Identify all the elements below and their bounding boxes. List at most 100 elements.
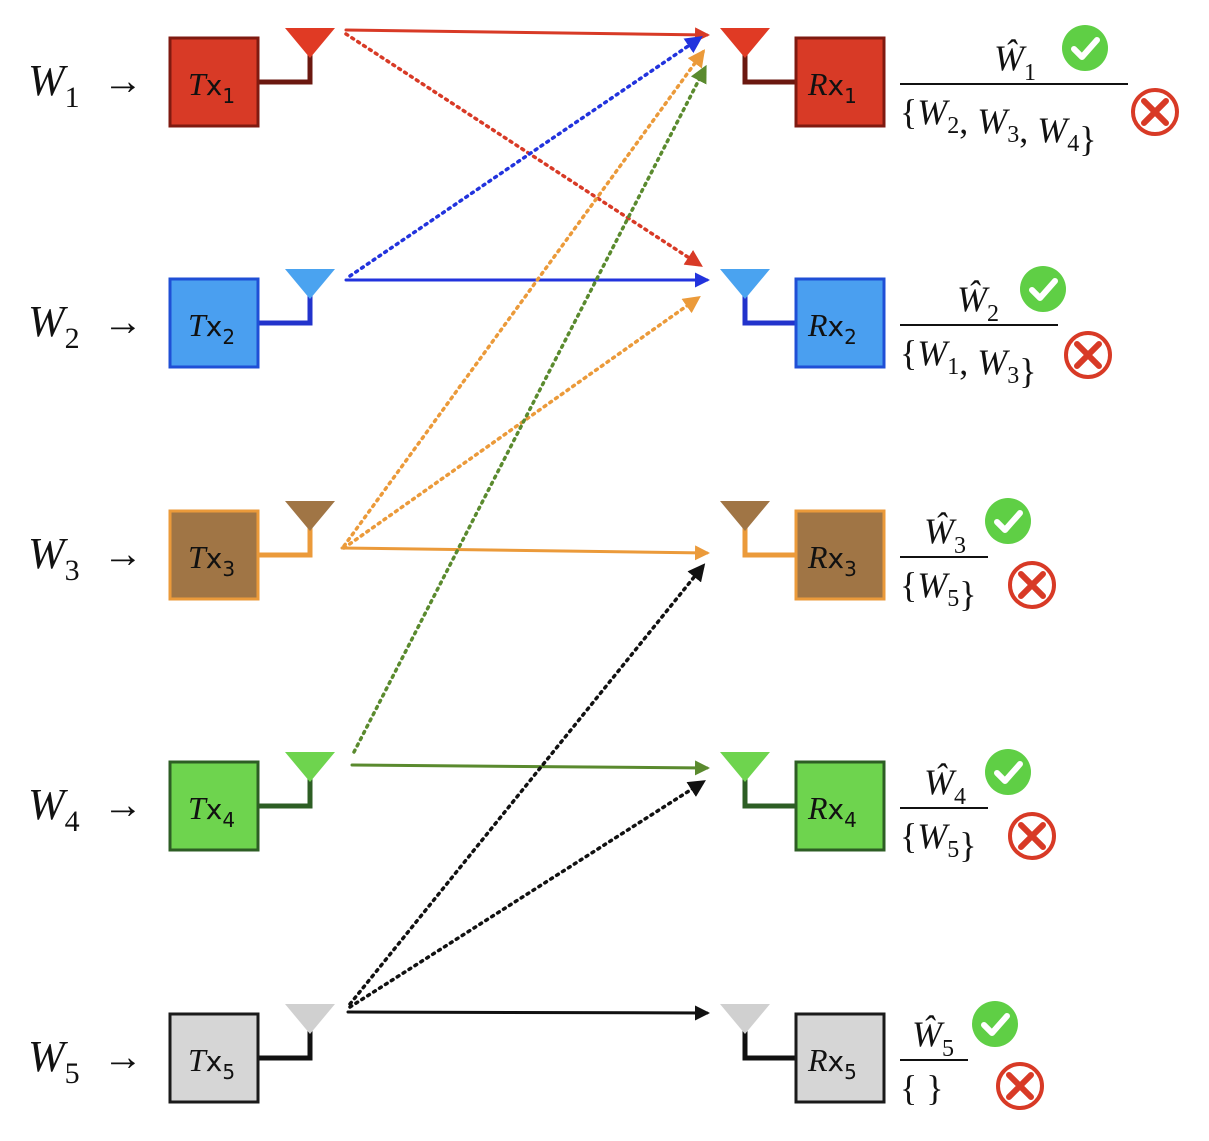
- rx-label-x-1: x: [828, 69, 845, 102]
- side-info-1-text: }: [1079, 119, 1096, 159]
- tx-label-2: Tx2: [188, 307, 235, 349]
- rx-label-x-3: x: [828, 542, 845, 575]
- rx-label-sub-5: 5: [844, 1060, 857, 1084]
- side-info-4-var: W: [917, 816, 950, 856]
- rx-label-4: Rx4: [807, 790, 857, 832]
- cross-icon: [1008, 812, 1056, 860]
- side-info-3-text: }: [959, 574, 976, 614]
- tx-box-1: [168, 36, 260, 128]
- decoded-message-2-main: Ŵ: [957, 279, 990, 319]
- decoded-message-3: Ŵ3: [924, 511, 966, 559]
- link-tx5-rx3: [348, 563, 706, 1006]
- tx-box-5: [168, 1012, 260, 1104]
- tx-antenna-4-icon: [285, 752, 335, 782]
- side-info-1-text: ,: [1019, 110, 1037, 150]
- link-tx3-rx2: [342, 295, 701, 550]
- links-layer: [340, 27, 710, 1021]
- rx-label-sub-4: 4: [844, 808, 857, 832]
- rx-box-1: [794, 36, 886, 128]
- rx-label-x-4: x: [828, 793, 845, 826]
- check-icon: [985, 749, 1031, 795]
- rx-label-main-1: R: [807, 66, 828, 102]
- side-info-3-var-sub: 5: [947, 586, 959, 612]
- decoded-message-1-sub: 1: [1024, 60, 1036, 86]
- rx-label-1: Rx1: [807, 66, 857, 108]
- tx-label-4: Tx4: [188, 790, 235, 832]
- link-tx1-rx1: [344, 27, 710, 43]
- side-info-3-text: {: [900, 565, 917, 605]
- message-arrow-2: →: [103, 299, 143, 344]
- rx-feed-2: [742, 295, 796, 326]
- tx-feed-5: [258, 1030, 313, 1061]
- tx-label-sub-5: 5: [222, 1060, 235, 1084]
- side-info-1-text: {: [900, 92, 917, 132]
- rx-antenna-1-icon: [720, 28, 770, 58]
- link-tx4-rx4: [350, 760, 710, 776]
- side-info-3: {W5}: [900, 565, 977, 614]
- side-info-1-var: W: [917, 92, 950, 132]
- tx-label-5: Tx5: [188, 1042, 235, 1084]
- decoded-message-1-main: Ŵ: [994, 38, 1027, 78]
- check-icon: [985, 498, 1031, 544]
- link-tx1-rx2: [344, 32, 703, 267]
- message-label-5-sub: 5: [65, 1057, 80, 1090]
- message-label-2-sub: 2: [65, 322, 80, 355]
- message-arrow-3: →: [103, 531, 143, 576]
- rx-label-2: Rx2: [807, 307, 857, 349]
- tx-feed-3: [258, 527, 313, 558]
- rx-label-main-3: R: [807, 539, 828, 575]
- side-info-1: {W2, W3, W4}: [900, 92, 1097, 159]
- link-tx3-rx1: [342, 49, 706, 548]
- message-label-4: W4: [28, 780, 80, 838]
- side-info-2-var-sub: 3: [1007, 363, 1019, 389]
- tx-feed-1: [258, 54, 313, 85]
- message-label-1: W1: [28, 56, 80, 114]
- check-icon: [1020, 266, 1066, 312]
- side-info-1-var-sub: 2: [947, 113, 959, 139]
- side-info-1-var: W: [977, 101, 1010, 141]
- check-icon: [1062, 25, 1108, 71]
- decoded-message-3-sub: 3: [954, 533, 966, 559]
- rx-label-main-2: R: [807, 307, 828, 343]
- rx-feed-4: [742, 778, 796, 809]
- message-label-4-main: W: [28, 780, 68, 829]
- rx-label-main-4: R: [807, 790, 828, 826]
- decoded-message-5-sub: 5: [942, 1036, 954, 1062]
- link-tx5-rx5: [346, 1005, 710, 1021]
- side-info-1-var: W: [1037, 110, 1070, 150]
- rx-antenna-5-icon: [720, 1004, 770, 1034]
- tx-feed-4: [258, 778, 313, 809]
- side-info-2-var: W: [977, 342, 1010, 382]
- tx-label-main-2: T: [188, 307, 208, 343]
- tx-label-x-3: x: [206, 542, 223, 575]
- side-info-4: {W5}: [900, 816, 977, 865]
- rx-label-3: Rx3: [807, 539, 857, 581]
- rx-box-3: [794, 509, 886, 601]
- message-label-2: W2: [28, 297, 80, 355]
- decoded-message-5-main: Ŵ: [912, 1014, 945, 1054]
- tx-antenna-2-icon: [285, 269, 335, 299]
- rx-box-2: [794, 277, 886, 369]
- decoded-message-2: Ŵ2: [957, 279, 999, 327]
- tx-label-1: Tx1: [188, 66, 235, 108]
- message-label-5-main: W: [28, 1032, 68, 1081]
- link-tx5-rx4: [348, 780, 706, 1009]
- message-label-1-sub: 1: [65, 81, 80, 114]
- message-label-1-main: W: [28, 56, 68, 105]
- tx-label-x-5: x: [206, 1045, 223, 1078]
- tx-label-main-1: T: [188, 66, 208, 102]
- rx-label-x-2: x: [828, 310, 845, 343]
- decoded-message-4-sub: 4: [954, 784, 966, 810]
- side-info-4-var-sub: 5: [947, 837, 959, 863]
- rx-label-x-5: x: [828, 1045, 845, 1078]
- tx-label-sub-1: 1: [222, 84, 235, 108]
- decoded-message-4: Ŵ4: [924, 762, 966, 810]
- side-info-2-var: W: [917, 333, 950, 373]
- rx-label-main-5: R: [807, 1042, 828, 1078]
- rx-feed-5: [742, 1030, 796, 1061]
